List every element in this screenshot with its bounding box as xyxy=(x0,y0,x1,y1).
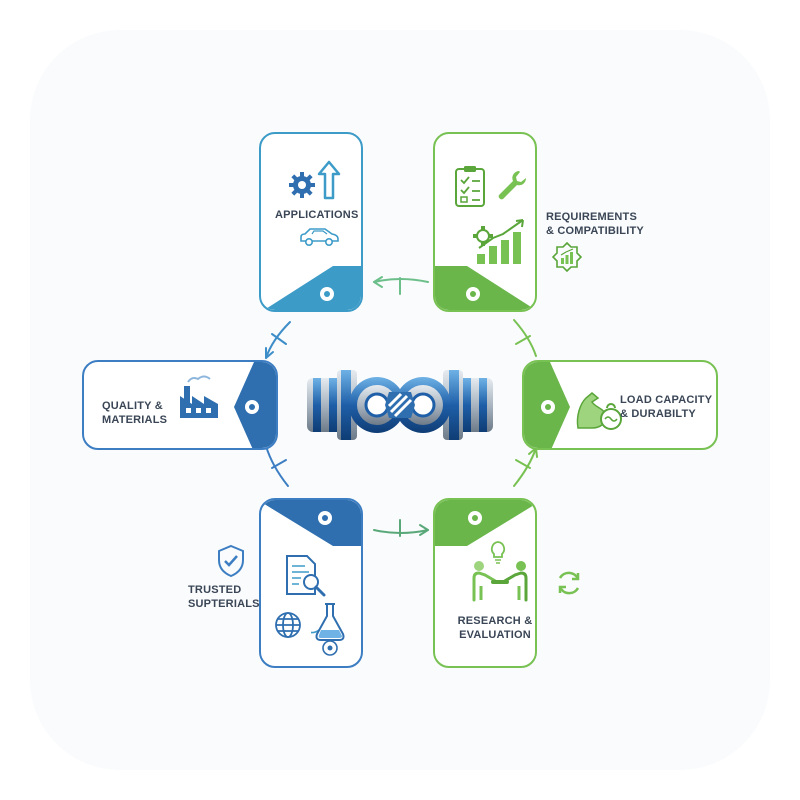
load-label: LOAD CAPACITY & DURABILTY xyxy=(620,394,713,420)
research-label: RESEARCH & EVALUATION xyxy=(457,615,533,641)
quality-label: QUALITY & MATERIALS xyxy=(102,400,168,426)
flexed-arm-icon xyxy=(576,392,607,429)
growth-chart-icon xyxy=(473,219,524,264)
factory-icon xyxy=(180,375,218,418)
trusted-card xyxy=(259,498,363,668)
card-side-ribbon xyxy=(524,362,570,448)
coupling-gears-icon xyxy=(307,370,493,440)
flask-icon xyxy=(311,603,345,656)
wrench-icon xyxy=(498,171,527,200)
globe-icon xyxy=(275,612,301,638)
clipboard-checklist-icon xyxy=(455,166,485,207)
handshake-icon xyxy=(472,561,528,602)
quality-card: QUALITY & MATERIALS xyxy=(82,360,278,450)
card-corner-ribbon xyxy=(261,500,361,546)
gear-icon xyxy=(289,172,315,198)
arrow-applications-to-quality xyxy=(265,321,291,359)
arrow-up-icon xyxy=(317,160,341,200)
car-icon xyxy=(300,228,339,247)
shield-check-icon xyxy=(218,544,244,578)
lightbulb-icon xyxy=(490,541,506,564)
requirements-label: REQUIREMENTS & COMPATIBILITY xyxy=(546,211,644,237)
load-card: LOAD CAPACITY & DURABILTY xyxy=(522,360,718,450)
card-corner-ribbon xyxy=(264,266,361,310)
card-corner-ribbon xyxy=(435,266,535,310)
weight-icon xyxy=(600,403,622,430)
applications-label: APPLICATIONS xyxy=(275,209,359,221)
refresh-cycle-icon xyxy=(558,571,580,595)
research-card: RESEARCH & EVALUATION xyxy=(433,498,537,668)
document-search-icon xyxy=(286,555,326,597)
card-side-ribbon xyxy=(234,362,276,448)
arrow-research-to-load xyxy=(513,447,537,487)
trusted-label: TRUSTED SUPTERIALS xyxy=(188,584,260,610)
applications-card: APPLICATIONS xyxy=(259,132,363,312)
requirements-card xyxy=(433,132,537,312)
badge-chart-icon xyxy=(552,242,582,272)
card-corner-ribbon xyxy=(435,500,535,546)
